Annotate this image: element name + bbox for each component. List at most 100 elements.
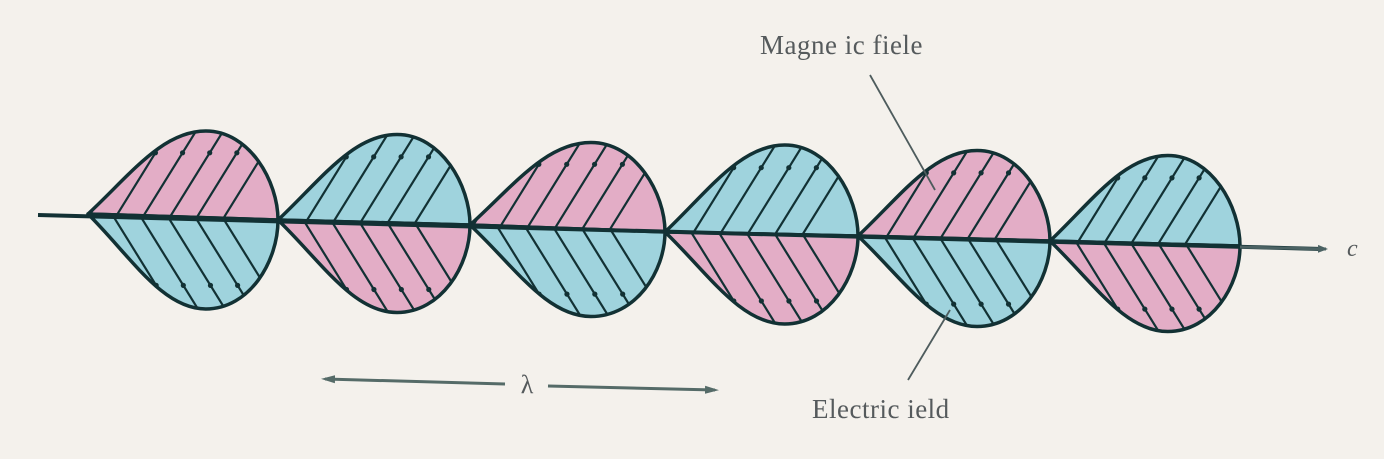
lobe-outline (663, 230, 860, 326)
lobe-outline (856, 148, 1052, 243)
electric-field-leader (907, 309, 951, 381)
vector-arrowhead (896, 301, 902, 307)
vector-arrowhead (1169, 175, 1175, 181)
vector-arrowhead (951, 301, 957, 307)
vector-arrowhead (978, 301, 984, 307)
vector-arrowhead (841, 165, 847, 171)
electric-lobe-upper (663, 143, 860, 238)
lambda-arrow-left (321, 375, 506, 386)
vector-arrowhead (398, 154, 404, 160)
electric-field-label: Electric ield (812, 394, 950, 424)
vector-arrowhead (207, 150, 213, 156)
vector-arrowhead (813, 298, 820, 304)
vector-arrowhead (1196, 306, 1202, 312)
lobe-fill (88, 131, 278, 220)
vector-arrowhead (896, 170, 902, 176)
vector-arrowhead (508, 291, 514, 297)
vector-arrowhead (207, 282, 214, 288)
field-vector-line (547, 142, 616, 232)
magnetic-field-label: Magne ic fiele (760, 30, 923, 60)
vector-arrowhead (234, 150, 240, 156)
axis-arrow-tip (1239, 244, 1328, 253)
vector-arrowhead (235, 282, 241, 288)
magnetic-lobe-upper (468, 140, 667, 234)
field-vector-line (160, 214, 233, 309)
lambda-arrow-right (547, 384, 719, 394)
vector-arrowhead (703, 298, 709, 304)
vector-arrowhead (564, 161, 570, 167)
vector-arrowhead (453, 154, 459, 160)
magnetic-field-leader (869, 74, 936, 191)
vector-arrowhead (425, 154, 432, 160)
field-vector-line (712, 145, 783, 236)
vector-arrowhead (978, 170, 984, 176)
lobe-outline (468, 140, 667, 234)
field-vector-line (547, 225, 616, 317)
vector-arrowhead (786, 298, 792, 304)
vector-arrowhead (1087, 306, 1094, 312)
lobe-outline (663, 143, 860, 238)
lobe-outline (468, 223, 667, 319)
vector-arrowhead (591, 161, 598, 167)
vector-arrowhead (1005, 301, 1012, 307)
lobe-outline (1048, 239, 1242, 334)
lambda-indicator: λ (321, 370, 719, 399)
vector-arrowhead (951, 170, 957, 176)
lobe-fill (470, 225, 665, 317)
magnetic-lobe-upper (856, 148, 1052, 243)
field-vector-line (740, 232, 811, 324)
lobe-outline (86, 212, 280, 311)
lobe-outline (276, 218, 472, 315)
vector-arrowhead (262, 282, 268, 288)
vector-arrowhead (758, 298, 764, 304)
vector-arrowhead (180, 282, 186, 288)
field-vector-line (325, 134, 395, 225)
vector-arrowhead (1223, 175, 1229, 181)
vector-arrowhead (841, 298, 847, 304)
lobe-fill (665, 232, 858, 324)
vector-arrowhead (1142, 175, 1148, 181)
field-vector-line (1124, 155, 1193, 246)
velocity-label: c (1347, 236, 1358, 262)
electric-lobe-lower (856, 234, 1052, 329)
electric-lobe-lower (86, 212, 280, 311)
vector-arrowhead (619, 161, 626, 167)
lobe-fill (665, 145, 858, 236)
lobe-fill (1050, 241, 1240, 332)
lobe-outline (86, 129, 280, 222)
electric-lobe-upper (1048, 153, 1242, 248)
lobe-fill (470, 142, 665, 232)
vector-arrowhead (1033, 170, 1039, 176)
vector-arrowhead (1142, 306, 1148, 312)
vector-arrowhead (426, 286, 432, 293)
lobe-fill (858, 236, 1050, 327)
field-vector-line (519, 225, 588, 317)
magnetic-lobe-upper (86, 129, 280, 222)
vector-arrowhead (316, 154, 322, 160)
vector-arrowhead (647, 161, 653, 167)
lobe-outline (856, 234, 1052, 329)
lobe-fill (858, 150, 1050, 241)
vector-arrowhead (179, 150, 186, 156)
propagation-axis (37, 213, 1323, 251)
magnetic-lobe-lower (1048, 239, 1242, 334)
field-vector-line (519, 142, 588, 232)
lobe-outline (1048, 153, 1242, 248)
vector-arrowhead (1033, 301, 1039, 307)
field-vector-line (933, 150, 1003, 241)
vector-arrowhead (786, 165, 792, 171)
electric-lobe-lower (468, 223, 667, 319)
vector-arrowhead (316, 286, 322, 293)
vector-arrowhead (592, 291, 598, 297)
field-vector-line (133, 214, 206, 309)
electric-lobe-upper (276, 132, 472, 227)
field-vector-line (905, 236, 975, 327)
field-vector-line (1124, 241, 1193, 332)
vector-arrowhead (453, 286, 459, 293)
magnetic-lobe-lower (276, 218, 472, 315)
lobe-fill (278, 220, 470, 313)
vector-arrowhead (1169, 306, 1175, 312)
wavelength-label: λ (521, 370, 534, 399)
field-vector-line (1097, 155, 1166, 246)
